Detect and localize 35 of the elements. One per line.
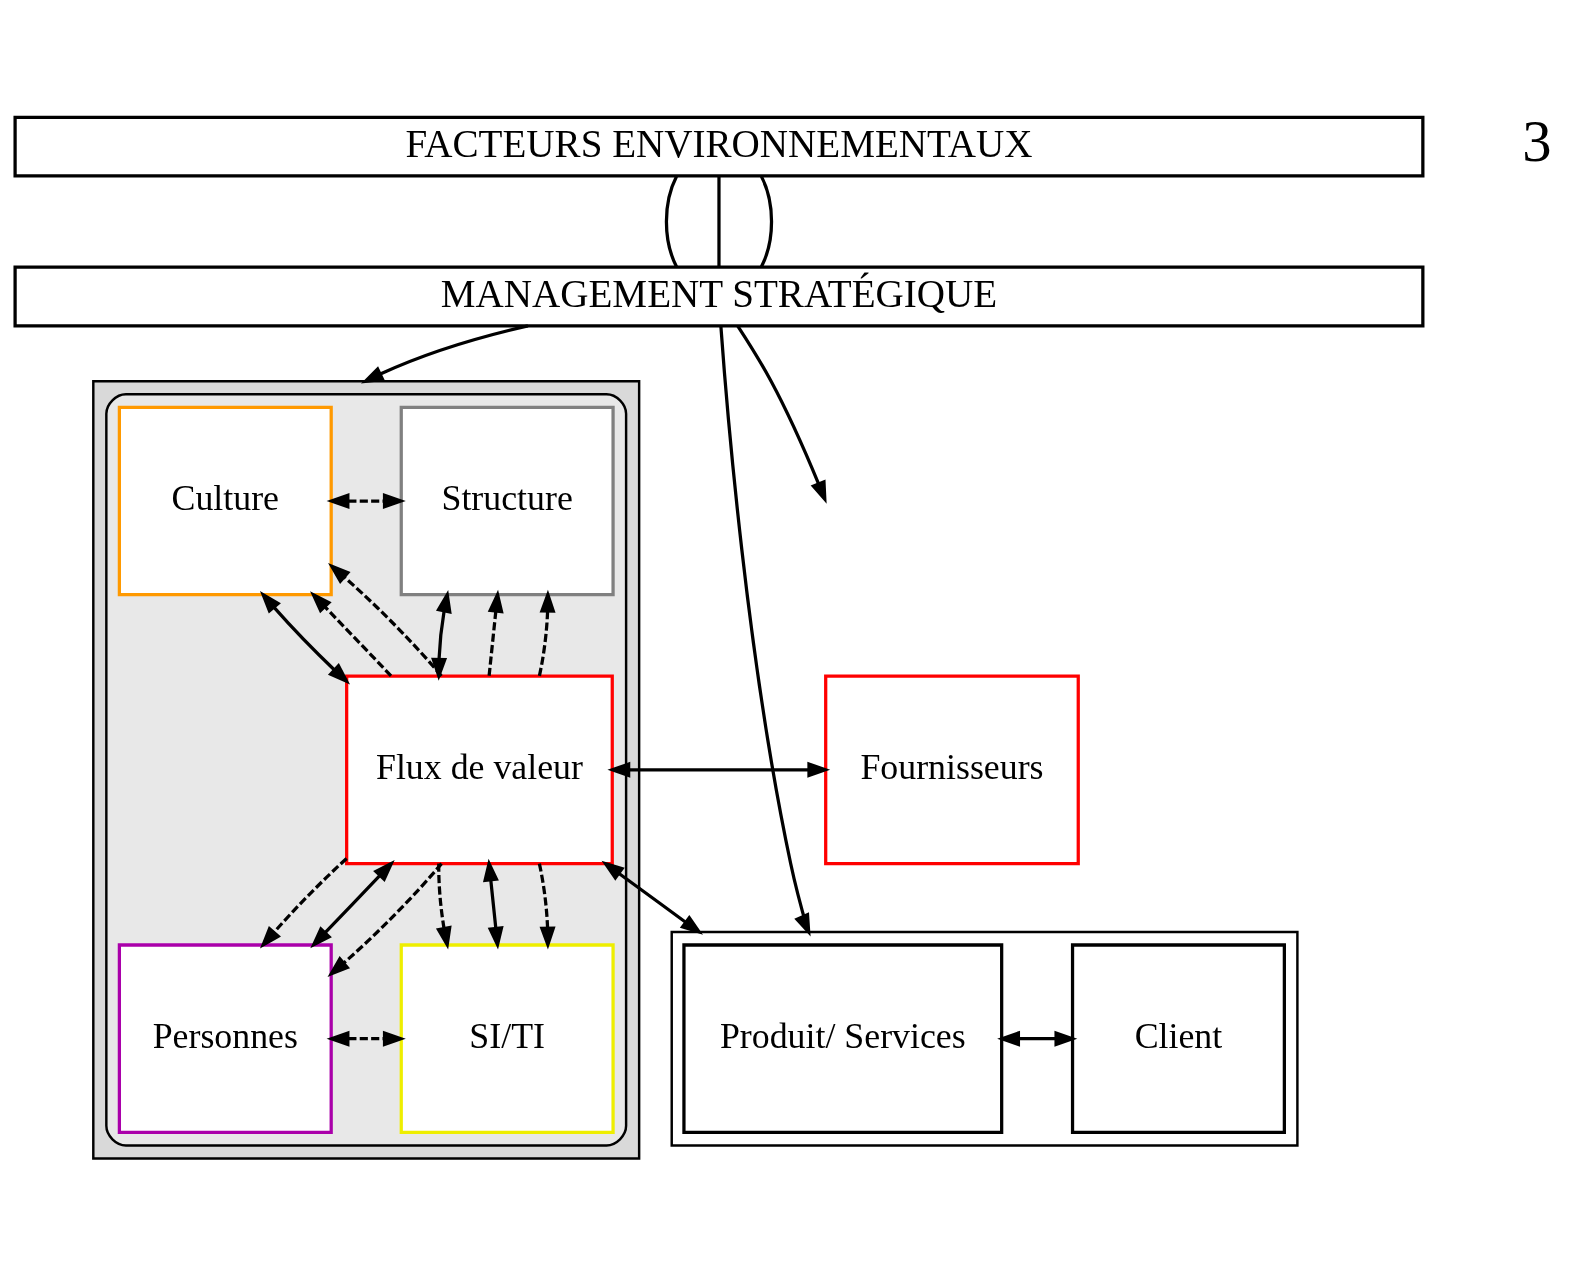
arrow bbox=[435, 863, 452, 949]
arrow bbox=[997, 1030, 1078, 1047]
node-box: FACTEURS ENVIRONNEMENTAUX bbox=[13, 115, 1425, 178]
connector bbox=[664, 175, 678, 267]
arrow bbox=[327, 862, 443, 977]
node-box: SI/TI bbox=[399, 942, 615, 1134]
node-box: Flux de valeur bbox=[345, 674, 614, 865]
arrow bbox=[736, 324, 827, 504]
node-box: Fournisseurs bbox=[824, 674, 1080, 865]
arrow bbox=[601, 860, 703, 935]
arrow bbox=[259, 590, 351, 684]
label: 3 bbox=[1522, 108, 1552, 174]
node-box: Culture bbox=[117, 405, 333, 596]
cluster bbox=[670, 930, 1299, 1147]
arrow bbox=[487, 589, 504, 676]
arrow bbox=[260, 856, 348, 949]
arrow bbox=[537, 862, 556, 950]
node-box: MANAGEMENT STRATÉGIQUE bbox=[13, 265, 1425, 327]
node-box: Produit/ Services bbox=[682, 942, 1004, 1134]
node-box: Personnes bbox=[117, 942, 333, 1134]
node-box: Client bbox=[1070, 942, 1286, 1134]
arrow bbox=[607, 761, 831, 778]
arrow bbox=[326, 1030, 406, 1047]
arrow bbox=[431, 589, 452, 681]
connector bbox=[717, 176, 721, 267]
arrow bbox=[310, 590, 393, 677]
arrow bbox=[482, 858, 504, 950]
arrow bbox=[328, 562, 443, 677]
arrow bbox=[537, 589, 556, 676]
arrow bbox=[719, 325, 811, 936]
node-box: Structure bbox=[399, 405, 615, 596]
arrow bbox=[360, 323, 529, 383]
arrow bbox=[326, 492, 406, 509]
arrow bbox=[310, 859, 395, 948]
connector bbox=[759, 175, 774, 267]
